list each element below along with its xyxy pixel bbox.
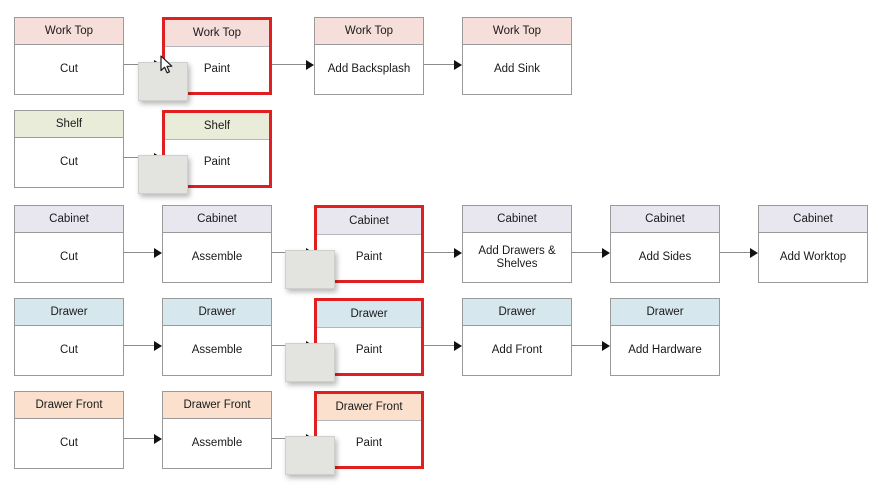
connector-arrow-cabinet-2 — [454, 248, 462, 258]
node-part-label: Shelf — [15, 111, 123, 138]
connector-drawer-2 — [424, 345, 455, 346]
node-part-label: Work Top — [165, 20, 269, 47]
connector-cabinet-3 — [572, 252, 603, 253]
connector-arrow-cabinet-3 — [602, 248, 610, 258]
node-step-label: Add Sink — [493, 63, 541, 75]
node-part-label: Drawer Front — [163, 392, 271, 419]
node-step-label: Add Backsplash — [327, 63, 411, 75]
connector-arrow-drawer-3 — [602, 341, 610, 351]
connector-arrow-drawer-front-0 — [154, 434, 162, 444]
drag-ghost-2[interactable] — [285, 250, 335, 289]
node-step-label: Paint — [355, 437, 383, 449]
connector-arrow-work-top-2 — [454, 60, 462, 70]
node-part-label: Cabinet — [163, 206, 271, 233]
drag-ghost-0[interactable] — [138, 62, 188, 101]
connector-cabinet-0 — [124, 252, 155, 253]
node-step-label: Assemble — [191, 437, 243, 449]
node-part-label: Drawer — [463, 299, 571, 326]
node-part-label: Cabinet — [611, 206, 719, 233]
node-step-label: Add Drawers & Shelves — [478, 244, 556, 270]
node-step-label: Cut — [60, 344, 78, 356]
connector-drawer-3 — [572, 345, 603, 346]
node-part-label: Cabinet — [463, 206, 571, 233]
node-step-label: Add Sides — [638, 251, 692, 263]
node-part-label: Work Top — [315, 18, 423, 45]
connector-drawer-front-0 — [124, 438, 155, 439]
connector-arrow-drawer-2 — [454, 341, 462, 351]
connector-work-top-2 — [424, 64, 455, 65]
node-step-label: Cut — [60, 437, 78, 449]
connector-arrow-drawer-0 — [154, 341, 162, 351]
connector-work-top-1 — [272, 64, 307, 65]
drag-ghost-1[interactable] — [138, 155, 188, 194]
node-step-label: Paint — [203, 156, 231, 168]
node-part-label: Cabinet — [15, 206, 123, 233]
connector-cabinet-2 — [424, 252, 455, 253]
node-step-label: Paint — [355, 344, 383, 356]
node-part-label: Drawer — [15, 299, 123, 326]
node-step-label: Add Worktop — [779, 251, 847, 263]
node-step-label: Cut — [60, 251, 78, 263]
node-step-label: Cut — [60, 156, 78, 168]
node-part-label: Drawer — [163, 299, 271, 326]
node-part-label: Shelf — [165, 113, 269, 140]
node-step-label: Assemble — [191, 344, 243, 356]
connector-drawer-0 — [124, 345, 155, 346]
node-part-label: Drawer Front — [317, 394, 421, 421]
node-part-label: Work Top — [15, 18, 123, 45]
node-part-label: Drawer — [611, 299, 719, 326]
drag-ghost-3[interactable] — [285, 343, 335, 382]
node-step-label: Cut — [60, 63, 78, 75]
connector-cabinet-4 — [720, 252, 751, 253]
node-step-label: Paint — [355, 251, 383, 263]
node-part-label: Drawer — [317, 301, 421, 328]
node-step-label: Assemble — [191, 251, 243, 263]
node-step-label: Add Hardware — [628, 344, 702, 356]
connector-arrow-cabinet-0 — [154, 248, 162, 258]
node-part-label: Cabinet — [759, 206, 867, 233]
node-step-label: Paint — [203, 63, 231, 75]
drag-ghost-4[interactable] — [285, 436, 335, 475]
connector-arrow-cabinet-4 — [750, 248, 758, 258]
connector-arrow-work-top-1 — [306, 60, 314, 70]
node-part-label: Work Top — [463, 18, 571, 45]
node-part-label: Drawer Front — [15, 392, 123, 419]
node-step-label: Add Front — [491, 344, 543, 356]
node-part-label: Cabinet — [317, 208, 421, 235]
